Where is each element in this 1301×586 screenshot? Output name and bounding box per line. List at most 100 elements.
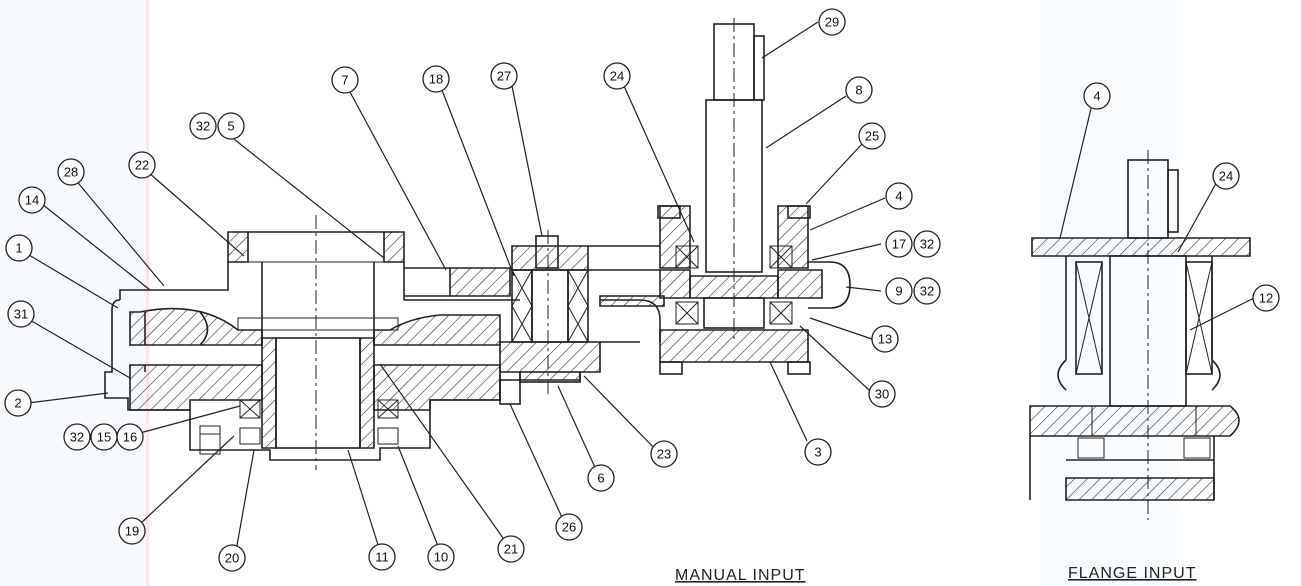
balloon-7: 7	[331, 66, 359, 94]
flange-bearings	[1075, 261, 1213, 375]
svg-text:32: 32	[920, 237, 934, 252]
drain-plug	[199, 425, 221, 455]
housing-web-right	[373, 314, 501, 346]
balloon-1: 1	[5, 234, 33, 262]
planet-pin	[531, 269, 569, 343]
svg-text:26: 26	[562, 520, 576, 535]
balloon-32: 32	[913, 230, 941, 258]
pin-screw	[535, 235, 559, 269]
svg-text:22: 22	[135, 158, 149, 173]
input-bearings	[675, 245, 793, 325]
bolt-26	[499, 379, 521, 405]
housing-top-flange-right	[383, 231, 405, 263]
balloon-9: 9	[885, 277, 913, 305]
balloon-4: 4	[1083, 82, 1111, 110]
svg-text:27: 27	[497, 69, 511, 84]
svg-text:31: 31	[14, 307, 28, 322]
leader-lines	[23, 21, 1255, 552]
svg-text:8: 8	[855, 83, 862, 98]
balloon-30: 30	[868, 380, 896, 408]
manual-input-assembly	[104, 18, 851, 470]
svg-text:17: 17	[892, 237, 906, 252]
balloon-32: 32	[913, 277, 941, 305]
svg-text:23: 23	[657, 447, 671, 462]
balloon-17: 17	[885, 230, 913, 258]
svg-text:32: 32	[920, 284, 934, 299]
svg-text:14: 14	[25, 193, 39, 208]
balloon-26: 26	[555, 513, 583, 541]
balloon-22: 22	[128, 151, 156, 179]
svg-text:7: 7	[341, 73, 348, 88]
balloon-31: 31	[7, 300, 35, 328]
svg-text:29: 29	[825, 15, 839, 30]
housing-web-left	[129, 307, 263, 346]
balloon-14: 14	[18, 186, 46, 214]
balloon-20: 20	[218, 544, 246, 572]
svg-text:20: 20	[225, 551, 239, 566]
svg-text:6: 6	[597, 471, 604, 486]
flange-shaft-key	[1167, 169, 1179, 233]
housing-lower-body	[129, 364, 263, 411]
svg-text:28: 28	[64, 165, 78, 180]
bottom-cap	[519, 371, 581, 383]
housing-left-shell	[104, 299, 501, 461]
balloon-11: 11	[368, 543, 396, 571]
balloon-5: 5	[217, 112, 245, 140]
balloon-21: 21	[497, 535, 525, 563]
svg-text:15: 15	[97, 430, 111, 445]
balloon-24: 24	[1212, 162, 1240, 190]
intermediate-shaft	[449, 267, 511, 297]
balloon-15: 15	[90, 423, 118, 451]
balloon-18: 18	[422, 65, 450, 93]
housing-top-flange	[227, 231, 249, 263]
bridge-housing	[588, 245, 661, 343]
svg-text:5: 5	[227, 119, 234, 134]
caption-flange-input: FLANGE INPUT	[1068, 565, 1196, 582]
balloon-16: 16	[116, 423, 144, 451]
svg-text:9: 9	[895, 284, 902, 299]
svg-text:1: 1	[15, 241, 22, 256]
svg-text:2: 2	[14, 396, 21, 411]
foot-left	[659, 361, 683, 375]
input-housing-side	[659, 269, 691, 299]
svg-text:21: 21	[504, 542, 518, 557]
svg-text:3: 3	[814, 445, 821, 460]
shaft-key	[753, 35, 765, 101]
housing-upper-web	[119, 262, 520, 301]
caption-manual-input: MANUAL INPUT	[675, 567, 806, 584]
balloon-23: 23	[650, 440, 678, 468]
svg-text:24: 24	[610, 69, 624, 84]
balloon-13: 13	[871, 325, 899, 353]
pin-housing-bottom	[499, 341, 601, 381]
scan-background	[146, 0, 149, 586]
balloon-3: 3	[804, 438, 832, 466]
output-bore	[275, 337, 361, 449]
svg-text:16: 16	[123, 430, 137, 445]
svg-text:19: 19	[125, 524, 139, 539]
balloon-10: 10	[427, 543, 455, 571]
svg-text:24: 24	[1219, 169, 1233, 184]
balloon-4: 4	[885, 182, 913, 210]
balloon-32: 32	[189, 112, 217, 140]
balloon-27: 27	[490, 62, 518, 90]
svg-text:12: 12	[1259, 291, 1273, 306]
balloon-29: 29	[818, 8, 846, 36]
ring-gear-band	[237, 317, 399, 331]
svg-text:4: 4	[1093, 89, 1100, 104]
input-housing-bottom	[659, 329, 809, 363]
output-sleeve-left	[261, 337, 277, 449]
svg-text:32: 32	[196, 119, 210, 134]
svg-text:25: 25	[865, 129, 879, 144]
bridge-hatch	[599, 295, 665, 307]
svg-text:18: 18	[429, 72, 443, 87]
balloon-32: 32	[63, 423, 91, 451]
balloon-12: 12	[1252, 284, 1280, 312]
svg-text:13: 13	[878, 332, 892, 347]
balloon-2: 2	[4, 389, 32, 417]
housing-lower-body-right	[373, 364, 501, 411]
flange-plate	[1031, 237, 1251, 257]
flange-lower-hatch	[1065, 477, 1215, 501]
balloon-19: 19	[118, 517, 146, 545]
flange-gear	[1029, 405, 1240, 437]
